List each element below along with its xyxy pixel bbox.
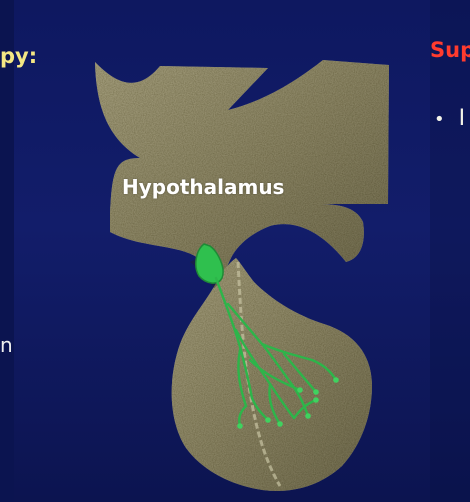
pituitary-gland — [172, 258, 372, 491]
hypothalamus-tissue — [95, 60, 389, 284]
hypothalamus-label: Hypothalamus — [122, 175, 284, 199]
